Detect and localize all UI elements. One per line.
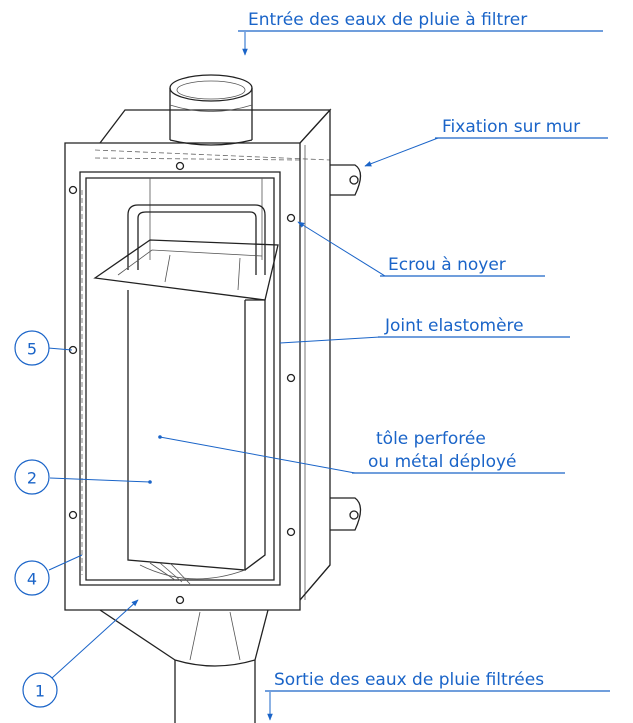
front-flange [64,142,301,611]
outlet-label: Sortie des eaux de pluie filtrées [274,670,544,690]
callout-4-number: 4 [27,570,37,589]
annotation-gasket: Joint elastomère [279,316,570,344]
sheet-label-line2: ou métal déployé [368,452,517,472]
callout-5: 5 [14,330,73,366]
annotation-inlet: Entrée des eaux de pluie à filtrer [238,10,603,56]
nut-label: Ecrou à noyer [388,255,506,275]
callout-5-number: 5 [27,340,37,359]
callout-2-number: 2 [27,469,37,488]
callout-4: 4 [14,554,83,596]
inlet-pipe [169,74,253,146]
wall-bracket-bottom [330,497,362,531]
callout-1: 1 [22,599,139,708]
outlet-hopper [99,609,269,723]
annotation-outlet: Sortie des eaux de pluie filtrées [265,670,610,721]
inlet-label: Entrée des eaux de pluie à filtrer [248,10,527,30]
housing [94,108,332,601]
callout-1-number: 1 [35,682,45,701]
annotation-nut: Ecrou à noyer [297,221,545,277]
filter-basket [93,204,279,585]
flange-bolts [68,161,296,605]
sheet-label-line1: tôle perforée [376,429,486,449]
wall-fixing-label: Fixation sur mur [442,117,580,137]
annotation-sheet: tôle perforée ou métal déployé [158,429,565,474]
gasket-label: Joint elastomère [384,316,524,336]
callout-2: 2 [14,459,152,495]
annotation-wall-fixing: Fixation sur mur [364,117,608,167]
wall-bracket-top [330,164,362,196]
